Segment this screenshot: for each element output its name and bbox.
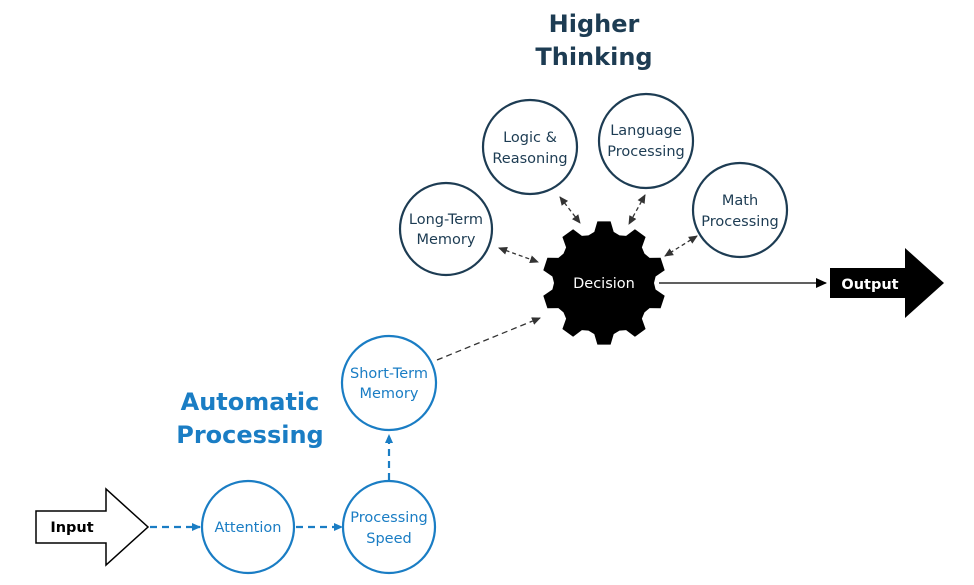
- long-term-label-line2: Memory: [417, 232, 476, 248]
- decision-label: Decision: [573, 276, 635, 292]
- automatic-processing-title-line1: Automatic: [181, 388, 320, 416]
- input-node: Input: [35, 487, 150, 567]
- output-arrow-icon: [830, 248, 944, 318]
- language-label-line2: Processing: [607, 144, 684, 160]
- higher-thinking-title-line2: Thinking: [535, 43, 652, 71]
- logic-reasoning-node: Logic & Reasoning: [481, 98, 579, 196]
- language-label-line1: Language: [610, 123, 682, 139]
- processing-speed-node: Processing Speed: [341, 479, 437, 575]
- input-label: Input: [50, 520, 93, 536]
- automatic-processing-title-line2: Processing: [176, 421, 323, 449]
- processing-speed-label-line1: Processing: [350, 510, 427, 526]
- attention-label: Attention: [215, 520, 282, 536]
- gear-icon: [543, 221, 665, 345]
- short-term-label-line2: Memory: [360, 386, 419, 402]
- connector-logic-decision: [559, 196, 581, 224]
- connector-math-decision: [664, 235, 698, 257]
- language-processing-node: Language Processing: [597, 92, 695, 190]
- short-term-label-line1: Short-Term: [350, 366, 428, 382]
- long-term-label-line1: Long-Term: [409, 212, 483, 228]
- attention-node: Attention: [200, 479, 296, 575]
- math-processing-node: Math Processing: [691, 161, 789, 259]
- input-arrow-icon: [35, 487, 150, 567]
- output-label: Output: [841, 277, 898, 293]
- connector-language-decision: [628, 194, 646, 225]
- logic-label-line2: Reasoning: [492, 151, 567, 167]
- processing-speed-label-line2: Speed: [366, 531, 411, 547]
- long-term-memory-node: Long-Term Memory: [398, 181, 494, 277]
- math-label-line2: Processing: [701, 214, 778, 230]
- logic-label-line1: Logic &: [503, 130, 557, 146]
- output-node: Output: [830, 248, 944, 318]
- higher-thinking-title-line1: Higher: [549, 10, 640, 38]
- decision-node: Decision: [543, 221, 665, 345]
- connector-longterm-decision: [498, 246, 539, 264]
- math-label-line1: Math: [722, 193, 758, 209]
- short-term-memory-node: Short-Term Memory: [340, 334, 438, 432]
- connector-shortterm-decision: [436, 317, 541, 361]
